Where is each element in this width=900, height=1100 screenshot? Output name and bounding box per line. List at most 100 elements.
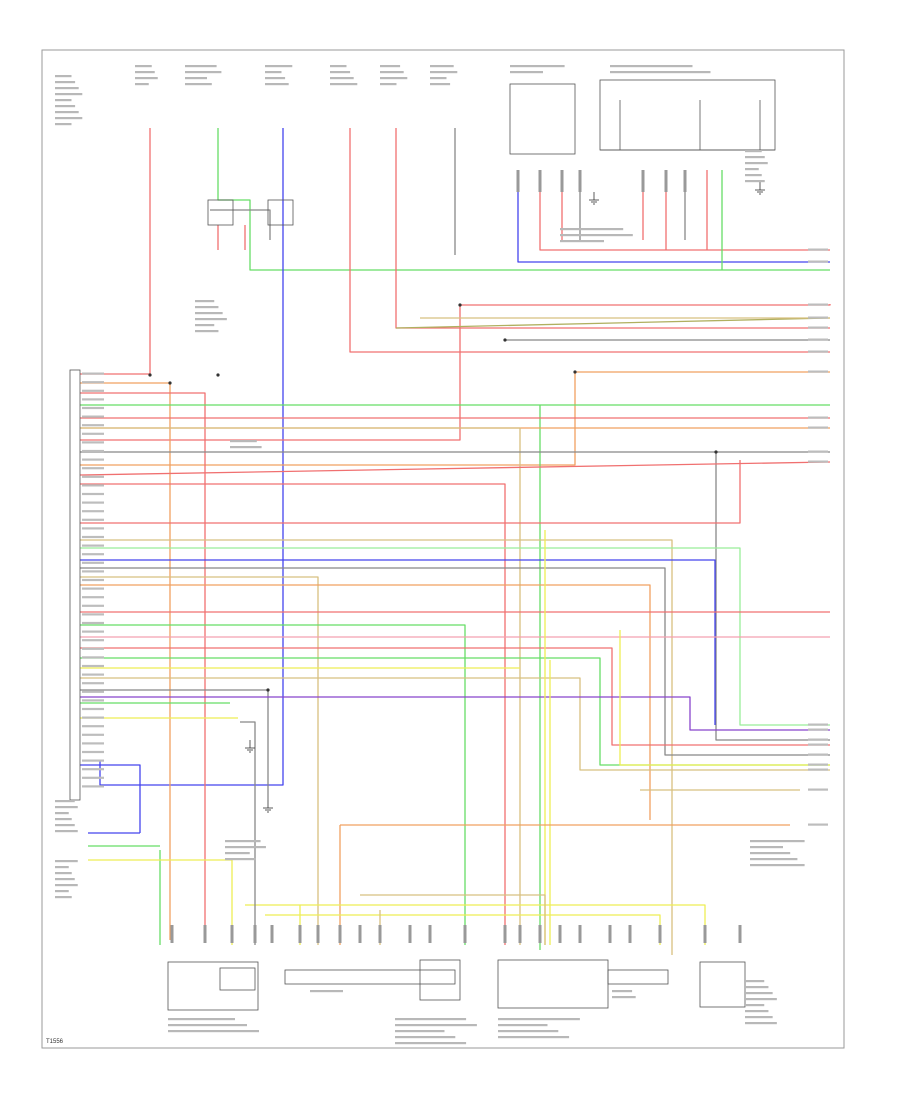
wire-purple-49: [80, 696, 830, 731]
illegible-pin-label: [82, 621, 104, 625]
illegible-text-line: [610, 65, 693, 68]
illegible-text-line: [750, 864, 805, 867]
illegible-pin-label: [82, 690, 104, 693]
sensor-box-center: [419, 959, 461, 1001]
illegible-text-line: [510, 65, 565, 68]
wire-gray-31: [715, 452, 830, 741]
relay-box-top-right: [599, 79, 776, 151]
illegible-pin-label: [82, 639, 104, 642]
illegible-wire-tag: [808, 763, 828, 766]
illegible-text-line: [55, 866, 69, 869]
illegible-text-line: [498, 1024, 548, 1027]
connector-pin-icon: [378, 925, 382, 943]
illegible-wire-tag: [808, 370, 828, 373]
illegible-pin-label: [82, 432, 104, 435]
illegible-pin-label: [82, 656, 104, 659]
illegible-wire-tag: [808, 788, 828, 791]
illegible-text-line: [745, 156, 765, 159]
connector-pin-icon: [658, 925, 662, 943]
illegible-text-line: [135, 71, 155, 74]
illegible-text-line: [195, 330, 219, 333]
illegible-text-line: [195, 318, 227, 321]
illegible-pin-label: [82, 785, 104, 788]
module-box-right: [497, 959, 609, 1009]
diagram-frame: [41, 49, 845, 1049]
illegible-text-line: [168, 1024, 247, 1027]
illegible-text-line: [55, 123, 72, 126]
illegible-text-line: [498, 1030, 559, 1033]
illegible-text-line: [395, 1030, 445, 1033]
splice-dot-icon: [266, 688, 270, 692]
illegible-text-line: [745, 162, 768, 165]
wire-blue-52: [80, 764, 141, 833]
connector-pin-icon: [358, 925, 362, 943]
junction-connector-a: [207, 199, 234, 226]
illegible-labels: [55, 65, 828, 1045]
illegible-text-line: [498, 1036, 570, 1039]
wire-tan-47: [80, 677, 830, 771]
connector-pin-icon: [628, 925, 632, 943]
figure-id: T1556: [46, 1039, 64, 1045]
wire-red-15: [460, 304, 831, 306]
illegible-wire-tag: [808, 743, 828, 746]
connector-pin-icon: [578, 925, 582, 943]
ground-symbol-icon: [245, 740, 255, 753]
wire-orange-40: [80, 584, 651, 820]
illegible-pin-label: [82, 484, 104, 487]
illegible-pin-label: [82, 527, 104, 530]
illegible-text-line: [430, 65, 454, 68]
connector-pin-icon: [253, 925, 257, 943]
illegible-text-line: [330, 71, 351, 74]
illegible-wire-tag: [808, 728, 828, 731]
illegible-text-line: [498, 1018, 580, 1021]
wire-gray-69: [210, 209, 271, 240]
wire-gray-38: [80, 567, 830, 756]
illegible-text-line: [55, 884, 78, 887]
illegible-text-line: [55, 117, 83, 120]
illegible-text-line: [55, 81, 76, 84]
illegible-text-line: [745, 980, 765, 983]
illegible-text-line: [230, 446, 262, 449]
illegible-text-line: [55, 872, 72, 875]
ground-symbol-icon: [263, 800, 273, 813]
wire-red-33: [80, 483, 506, 945]
illegible-text-line: [330, 77, 354, 80]
wire-yellow-60: [265, 914, 661, 945]
wire-tan-29: [80, 427, 521, 945]
illegible-text-line: [225, 846, 266, 849]
illegible-text-line: [395, 1036, 456, 1039]
illegible-text-line: [55, 87, 79, 90]
connector-pin-icon: [408, 925, 412, 943]
ecm-connector-block: [69, 369, 81, 801]
connector-pin-icon: [641, 170, 645, 192]
illegible-wire-tag: [808, 326, 828, 329]
illegible-pin-label: [82, 535, 104, 539]
sensor-box-top: [509, 83, 576, 155]
illegible-pin-label: [82, 518, 104, 521]
connector-pin-icon: [608, 925, 612, 943]
illegible-text-line: [745, 998, 777, 1001]
connector-pin-icon: [560, 170, 564, 192]
illegible-pin-label: [82, 441, 104, 444]
wire-green-45: [80, 657, 830, 766]
illegible-pin-label: [82, 647, 104, 650]
illegible-text-line: [55, 806, 78, 809]
illegible-pin-label: [82, 682, 104, 685]
illegible-text-line: [55, 896, 72, 899]
splice-dot-icon: [168, 381, 172, 385]
splice-dot-icon: [503, 338, 507, 342]
illegible-wire-tag: [808, 260, 828, 263]
illegible-wire-tag: [808, 823, 828, 826]
connector-pin-icon: [270, 925, 274, 943]
illegible-text-line: [750, 846, 783, 849]
illegible-pin-label: [82, 475, 104, 478]
splice-dot-icon: [216, 373, 220, 377]
illegible-text-line: [750, 840, 805, 843]
illegible-pin-label: [82, 716, 104, 719]
illegible-pin-label: [82, 699, 104, 702]
illegible-pin-label: [82, 613, 104, 616]
connector-pin-icon: [298, 925, 302, 943]
illegible-text-line: [265, 83, 289, 86]
illegible-text-line: [168, 1030, 259, 1033]
